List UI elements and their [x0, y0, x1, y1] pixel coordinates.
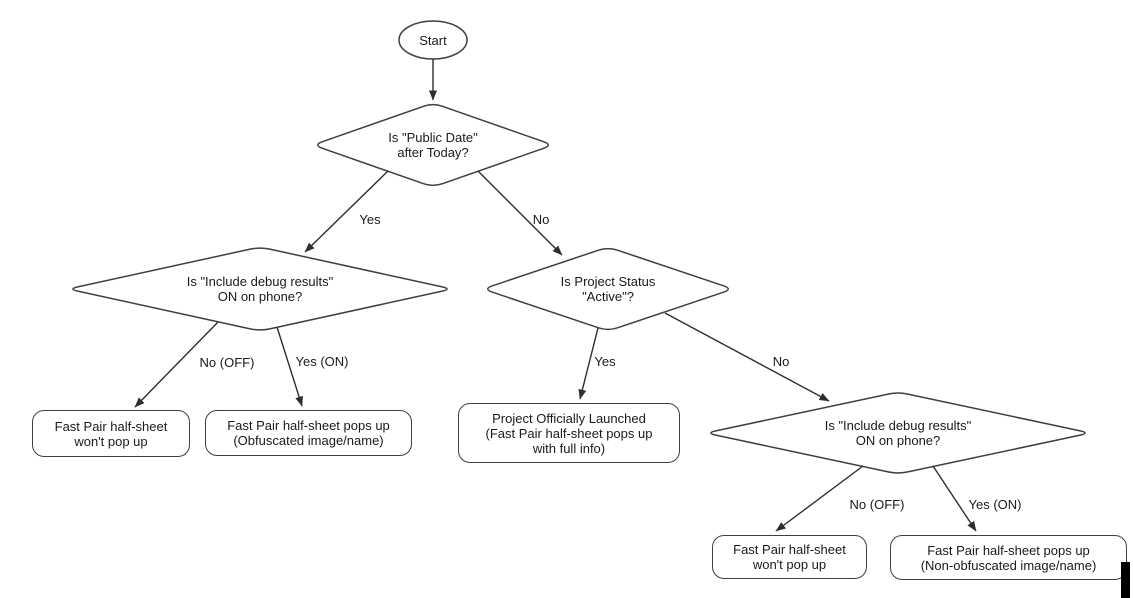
edge-public-date-yes: [304, 170, 389, 253]
edge-label-public-date-no: No: [532, 212, 550, 227]
outcome-no-popup-right-label: Fast Pair half-sheet won't pop up: [733, 542, 846, 572]
text-cursor-artifact: [1121, 562, 1130, 598]
edge-debug-right-yes: [932, 465, 977, 532]
edge-label-project-yes: Yes: [594, 354, 616, 369]
outcome-non-obfuscated: Fast Pair half-sheet pops up (Non-obfusc…: [890, 535, 1127, 580]
outcome-obfuscated: Fast Pair half-sheet pops up (Obfuscated…: [205, 410, 412, 456]
edge-debug-left-yes: [276, 326, 303, 407]
edge-label-project-no: No: [772, 354, 790, 369]
edge-public-date-no: [477, 170, 563, 256]
edge-label-debug-left-yes: Yes (ON): [295, 354, 349, 369]
edge-debug-left-no: [134, 321, 219, 408]
outcome-launched-label: Project Officially Launched (Fast Pair h…: [485, 410, 653, 456]
outcome-no-popup-left-label: Fast Pair half-sheet won't pop up: [54, 418, 168, 449]
edge-label-debug-left-no: No (OFF): [199, 355, 255, 370]
edge-label-debug-right-no: No (OFF): [849, 497, 905, 512]
edge-label-debug-right-yes: Yes (ON): [968, 497, 1022, 512]
decision-debug-left-shape: [72, 247, 448, 331]
decision-debug-right-label: Is "Include debug results" ON on phone?: [824, 418, 972, 448]
outcome-launched: Project Officially Launched (Fast Pair h…: [458, 403, 680, 463]
decision-debug-right-shape: [710, 392, 1086, 474]
edge-label-public-date-yes: Yes: [359, 212, 381, 227]
outcome-non-obfuscated-label: Fast Pair half-sheet pops up (Non-obfusc…: [920, 542, 1097, 573]
outcome-no-popup-left: Fast Pair half-sheet won't pop up: [32, 410, 190, 457]
edge-project-no: [664, 312, 830, 402]
decision-public-date-shape: [316, 103, 550, 187]
outcome-no-popup-right: Fast Pair half-sheet won't pop up: [712, 535, 867, 579]
decision-project-status-label: Is Project Status "Active"?: [560, 274, 656, 304]
outcome-obfuscated-label: Fast Pair half-sheet pops up (Obfuscated…: [227, 418, 390, 448]
decision-project-status-shape: [486, 247, 730, 331]
decision-debug-left-label: Is "Include debug results" ON on phone?: [186, 274, 334, 304]
edge-project-yes: [578, 327, 599, 400]
edge-debug-right-no: [775, 465, 864, 532]
decision-public-date-label: Is "Public Date" after Today?: [388, 130, 478, 160]
start-label: Start: [419, 33, 447, 48]
